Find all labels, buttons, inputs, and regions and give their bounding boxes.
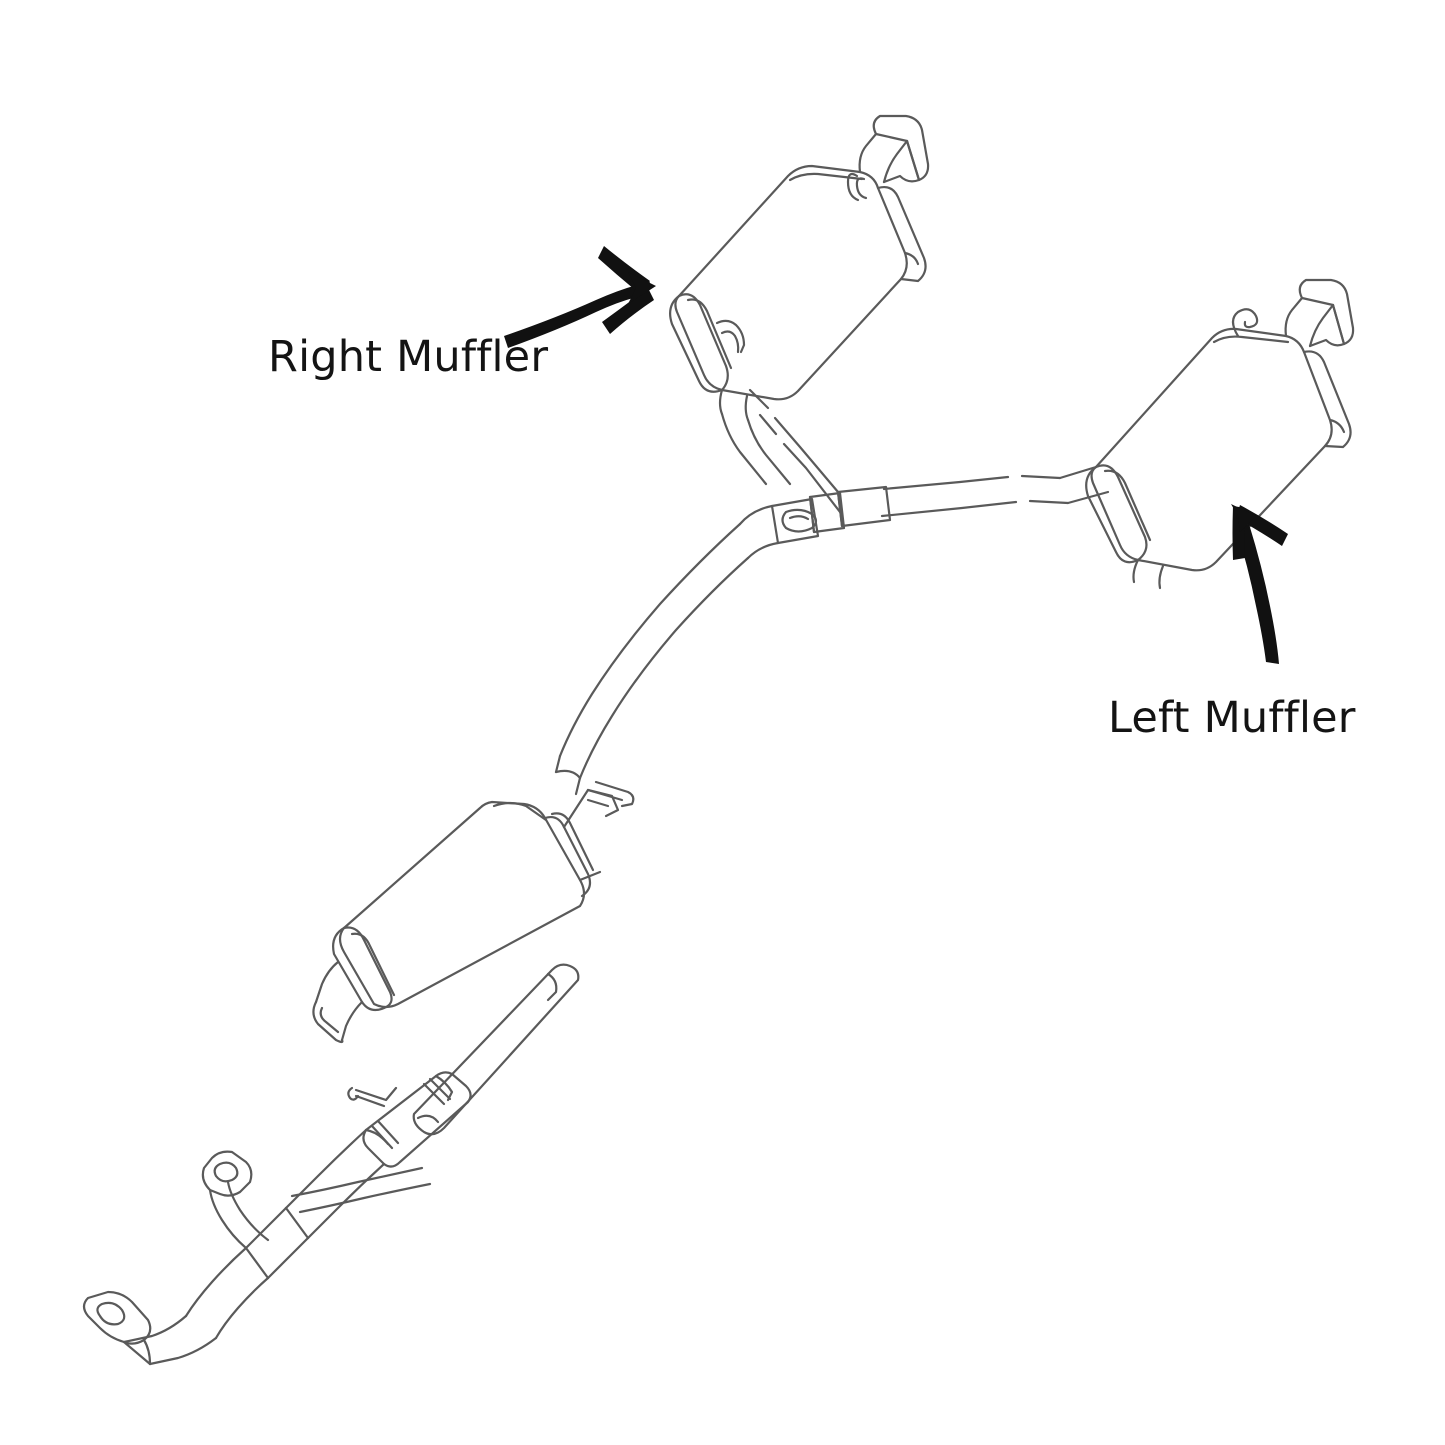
secondary-pipe (412, 963, 580, 1136)
main-pipe (554, 522, 750, 818)
annotation-arrows (504, 246, 1288, 664)
annotation-label-left-muffler: Left Muffler (1108, 693, 1356, 743)
branch-pipes (748, 388, 1070, 518)
curved-arrow-up-left (1236, 524, 1279, 664)
left-muffler-canister (1058, 278, 1355, 590)
exhaust-line-art (82, 114, 1355, 1366)
resonator (312, 780, 635, 1044)
curved-arrow-right (504, 282, 650, 348)
right-muffler-canister (669, 114, 930, 486)
annotation-label-right-muffler: Right Muffler (268, 332, 549, 382)
curved-arrow-up-left-tip (1231, 504, 1256, 532)
curved-arrow-right-tip (628, 272, 656, 304)
y-pipe-junction (738, 485, 892, 560)
front-pipe (82, 1128, 432, 1366)
curved-arrow-right-barb-bottom (602, 288, 654, 334)
catalytic-converter (347, 1071, 472, 1168)
